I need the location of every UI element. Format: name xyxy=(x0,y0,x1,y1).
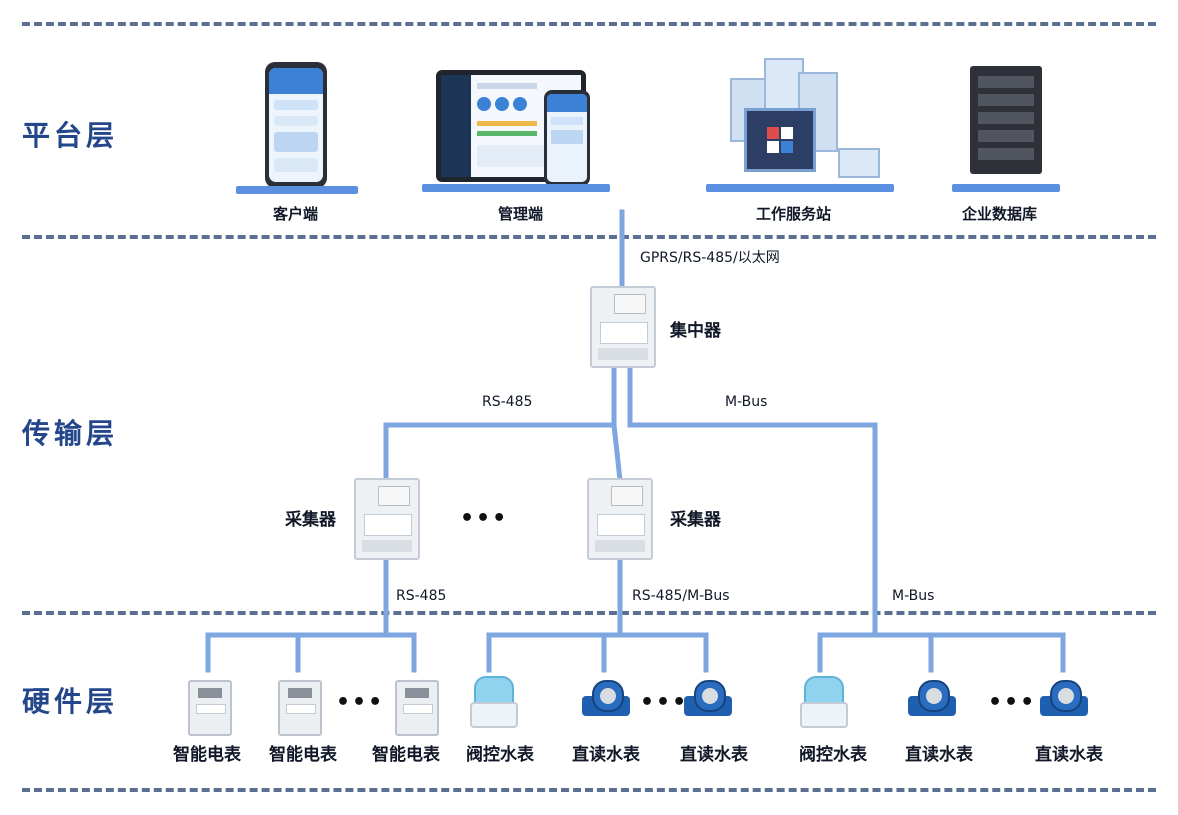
direct-water-meter-label: 直读水表 xyxy=(680,745,748,765)
network-box-icon xyxy=(838,148,880,178)
monitor-icon xyxy=(744,108,816,172)
direct-meter-ellipsis-2: ••• xyxy=(988,690,1037,715)
electric-meter-label: 智能电表 xyxy=(269,745,337,765)
layer-title-platform: 平台层 xyxy=(22,119,119,152)
direct-water-meter-label: 直读水表 xyxy=(572,745,640,765)
electric-meter-label: 智能电表 xyxy=(372,745,440,765)
admin-label: 管理端 xyxy=(498,205,544,223)
mbus-branch-label: M-Bus xyxy=(892,588,935,604)
valve-water-meter-label: 阀控水表 xyxy=(799,745,867,765)
direct-water-meter-icon xyxy=(684,678,732,726)
electric-meter-icon xyxy=(188,680,232,736)
collector-left-label: 采集器 xyxy=(285,510,336,530)
valve-water-meter-label: 阀控水表 xyxy=(466,745,534,765)
phone-device-icon xyxy=(265,62,327,188)
separator-bottom xyxy=(22,788,1156,792)
phone-icon xyxy=(544,90,590,186)
layer-title-transport: 传输层 xyxy=(22,417,119,450)
electric-meter-label: 智能电表 xyxy=(173,745,241,765)
uplink-protocol-label: GPRS/RS-485/以太网 xyxy=(640,250,780,266)
separator-top xyxy=(22,22,1156,26)
admin-console xyxy=(422,70,610,196)
valve-water-meter-icon xyxy=(470,676,518,728)
client-label: 客户端 xyxy=(273,205,319,223)
collector-ellipsis: ••• xyxy=(460,506,509,531)
direct-water-meter-icon xyxy=(1040,678,1088,726)
enterprise-database xyxy=(952,66,1060,196)
layer-title-hardware: 硬件层 xyxy=(22,685,119,718)
database-label: 企业数据库 xyxy=(962,205,1038,223)
client-app xyxy=(236,62,358,196)
valve-water-meter-icon xyxy=(800,676,848,728)
workstation-server xyxy=(706,58,894,196)
collector-device-left xyxy=(354,478,420,560)
separator-transport xyxy=(22,611,1156,615)
electric-meter-icon xyxy=(278,680,322,736)
collector-device-right xyxy=(587,478,653,560)
electric-meter-ellipsis: ••• xyxy=(336,690,385,715)
direct-water-meter-label: 直读水表 xyxy=(905,745,973,765)
workstation-label: 工作服务站 xyxy=(756,205,832,223)
rs485-bus-label: RS-485 xyxy=(482,394,533,410)
direct-water-meter-label: 直读水表 xyxy=(1035,745,1103,765)
concentrator-label: 集中器 xyxy=(670,321,721,341)
direct-meter-ellipsis-1: ••• xyxy=(640,690,689,715)
database-server-icon xyxy=(970,66,1042,174)
rs485-branch-label: RS-485 xyxy=(396,588,447,604)
collector-right-label: 采集器 xyxy=(670,510,721,530)
mbus-bus-label: M-Bus xyxy=(725,394,768,410)
rs485-mbus-branch-label: RS-485/M-Bus xyxy=(632,588,730,604)
direct-water-meter-icon xyxy=(908,678,956,726)
concentrator-device xyxy=(590,286,656,368)
direct-water-meter-icon xyxy=(582,678,630,726)
electric-meter-icon xyxy=(395,680,439,736)
separator-platform xyxy=(22,235,1156,239)
